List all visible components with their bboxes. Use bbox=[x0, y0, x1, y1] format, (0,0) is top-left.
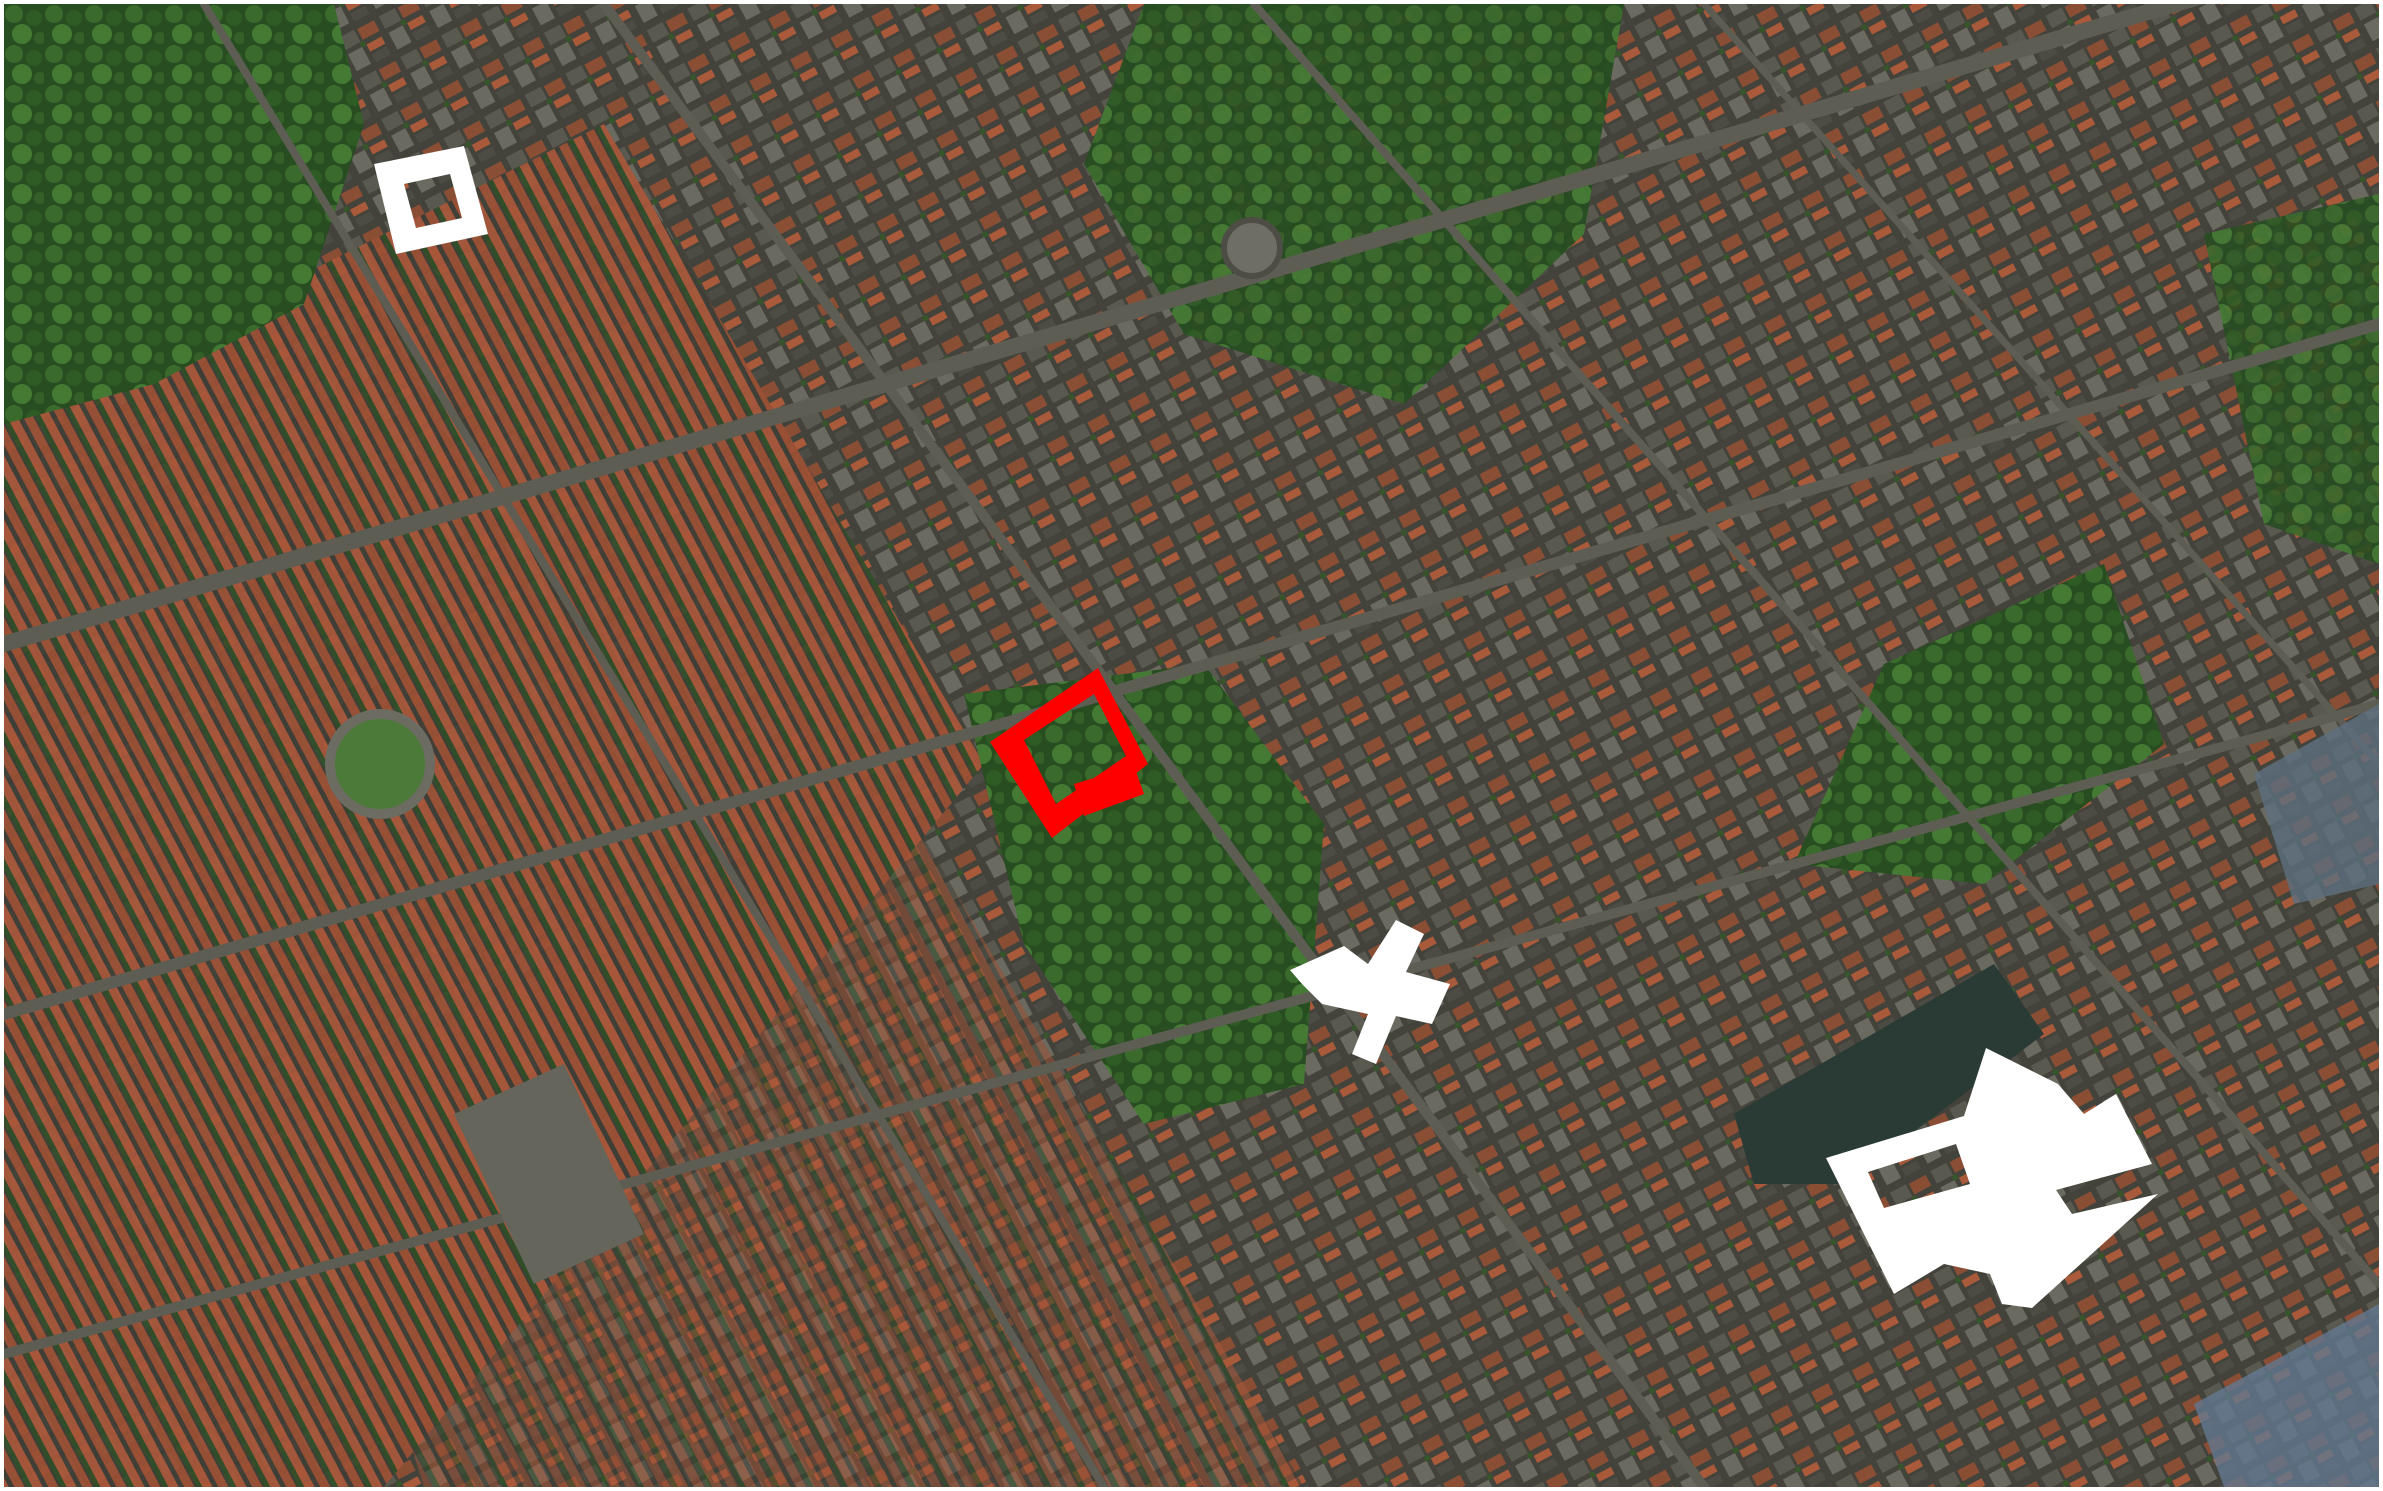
map-canvas bbox=[4, 4, 2379, 1487]
highlighted-building-secondary-center bbox=[1290, 920, 1450, 1064]
pond bbox=[1734, 964, 2044, 1184]
roundabout-north bbox=[1221, 217, 1283, 279]
satellite-map bbox=[4, 4, 2379, 1487]
park-center bbox=[964, 664, 1324, 1124]
street-network bbox=[4, 4, 2379, 1487]
glass-roof-complex bbox=[2254, 704, 2379, 904]
glass-roof-complex-south bbox=[2194, 1304, 2379, 1487]
park-north-west bbox=[4, 4, 364, 424]
large-flat-roof-building bbox=[454, 1064, 644, 1284]
park-north bbox=[1084, 4, 1624, 404]
residential-district-south bbox=[304, 804, 1304, 1487]
highlighted-building-secondary-south-east bbox=[1826, 1048, 2158, 1308]
park-north-east bbox=[2204, 194, 2379, 564]
roundabout-west bbox=[325, 709, 435, 819]
highlighted-building-primary bbox=[990, 668, 1148, 838]
residential-district-west bbox=[4, 124, 984, 1487]
park-east bbox=[1794, 564, 2164, 884]
highlighted-building-secondary-north-west bbox=[374, 146, 488, 254]
